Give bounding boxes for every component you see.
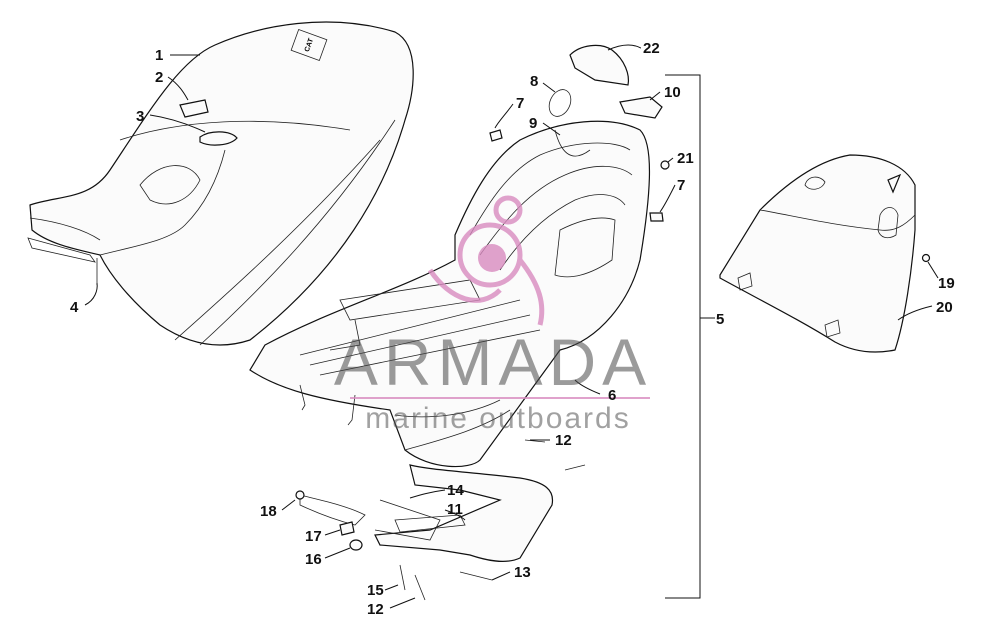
callout-21: 21: [677, 150, 694, 167]
callout-18: 18: [260, 503, 277, 520]
group-bracket-part-5: [665, 74, 701, 599]
tank-cover-part-20: [719, 154, 916, 353]
watermark-logo-icon: [427, 195, 545, 326]
callout-1: 1: [155, 47, 163, 64]
callout-4: 4: [70, 299, 79, 316]
callout-15: 15: [367, 582, 384, 599]
callout-17: 17: [305, 528, 322, 545]
seat-bracket-assembly: [299, 464, 554, 563]
seat-logo-text: CAT: [304, 37, 316, 53]
nut-part-21: [660, 160, 670, 170]
bushing-part-16: [349, 539, 363, 551]
bushing-part-17: [339, 521, 355, 536]
callout-12-top: 12: [555, 432, 572, 449]
bolt-part-13: [459, 571, 493, 581]
cover-part-22: [569, 44, 630, 86]
pin-part-12-a2: [564, 464, 586, 471]
seat-cushion: CAT: [27, 21, 414, 346]
callout-7-right: 7: [677, 177, 685, 194]
clip-part-7-b: [649, 212, 664, 222]
callout-2: 2: [155, 69, 163, 86]
callout-19: 19: [938, 275, 955, 292]
callout-9: 9: [529, 115, 537, 132]
callout-13: 13: [514, 564, 531, 581]
callout-12-bottom: 12: [367, 601, 384, 618]
ring-part-8: [548, 89, 572, 117]
callout-3: 3: [136, 108, 144, 125]
latch-part-10: [619, 96, 663, 119]
pin-part-12-a: [524, 439, 546, 443]
callout-5: 5: [716, 311, 724, 328]
callout-10: 10: [664, 84, 681, 101]
watermark-title: ARMADA: [334, 325, 652, 399]
cable-part-9: [554, 129, 591, 157]
watermark: ARMADA marine outboards: [334, 195, 652, 435]
callout-11: 11: [447, 501, 463, 518]
seat-patch-part-3: [199, 131, 238, 146]
callout-14: 14: [447, 482, 464, 499]
callout-22: 22: [643, 40, 660, 57]
watermark-subtitle: marine outboards: [365, 402, 630, 435]
callout-labels: 1 2 3 4 5 6 7 7 8 9 10 11 12 12 13 14 15…: [70, 40, 955, 618]
callout-20: 20: [936, 299, 953, 316]
leader-lines: [84, 44, 939, 609]
pin-part-12-b: [414, 574, 426, 601]
callout-16: 16: [305, 551, 322, 568]
pin-part-15: [399, 564, 406, 591]
clip-part-7-a: [489, 129, 503, 142]
bolt-part-18: [295, 490, 305, 500]
seat-patch-part-2: [179, 99, 209, 118]
callout-8: 8: [530, 73, 538, 90]
callout-6: 6: [608, 387, 616, 404]
callout-7-top: 7: [516, 95, 524, 112]
screw-part-19: [921, 253, 931, 263]
